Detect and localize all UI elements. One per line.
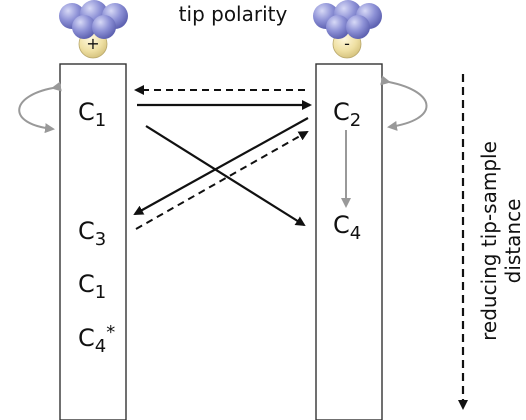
state-subscript: 1 [95,282,106,303]
state-subscript: 2 [350,110,361,131]
left-state-c1-bottom: C1 [78,270,106,303]
state-base: C [78,98,95,126]
arrow-c1-to-c4 [145,125,306,227]
state-base: C [78,217,95,245]
state-subscript: 4 [95,336,106,357]
negative-tip-icon: - [313,0,382,59]
state-base: C [333,211,350,239]
arrow-c2-to-c3 [133,117,309,215]
right-state-c2: C2 [333,98,361,131]
arrow-c3-to-c2-dashed [135,131,309,230]
distance-axis-line-1: reducing tip-sample [477,141,501,341]
distance-axis-line-2: distance [501,199,525,284]
left-curved-arrow [18,81,62,134]
state-superscript: * [106,322,115,343]
state-subscript: 1 [95,110,106,131]
left-state-c3: C3 [78,217,106,250]
state-subscript: 3 [95,229,106,250]
state-subscript: 4 [350,223,361,244]
state-base: C [333,98,350,126]
right-state-c4: C4 [333,211,361,244]
positive-tip-icon: + [59,0,128,59]
right-state-column [315,63,383,420]
right-curved-arrow [380,75,428,131]
positive-sign: + [86,34,99,53]
left-state-c1-top: C1 [78,98,106,131]
left-state-c4-star: C4* [78,322,115,357]
state-base: C [78,324,95,352]
state-base: C [78,270,95,298]
left-state-column [59,63,127,420]
diagram-title: tip polarity [179,2,288,26]
distance-axis-label: reducing tip-sample distance [477,141,525,341]
negative-sign: - [344,34,350,53]
